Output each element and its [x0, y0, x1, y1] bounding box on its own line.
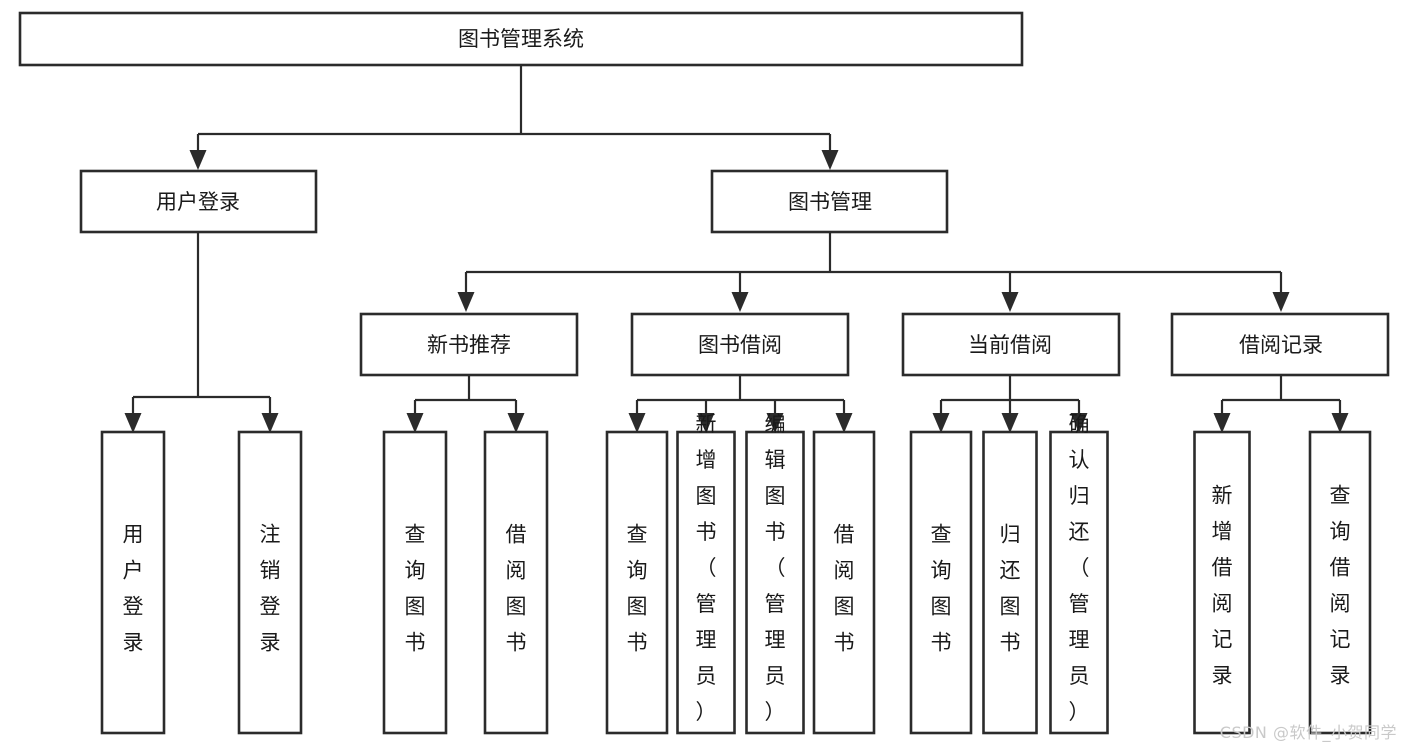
node-new-book-rec[interactable]: 新书推荐	[359, 312, 579, 377]
node-leaf-user-logout-box[interactable]	[237, 430, 303, 735]
node-leaf-add-book-box[interactable]	[676, 430, 736, 735]
node-leaf-query-book-3-box[interactable]	[909, 430, 973, 735]
node-current-borrow-box[interactable]	[901, 312, 1121, 377]
node-borrow-record-box[interactable]	[1170, 312, 1390, 377]
node-new-book-rec-box[interactable]	[359, 312, 579, 377]
node-leaf-edit-book-box[interactable]	[745, 430, 805, 735]
node-root-label: 图书管理系统	[458, 27, 584, 51]
node-leaf-add-book-label: 新增图书（管理员）	[696, 412, 717, 724]
node-leaf-add-record-box[interactable]	[1193, 430, 1251, 735]
node-user-login[interactable]: 用户登录	[79, 169, 318, 234]
node-user-login-box[interactable]	[79, 169, 318, 234]
node-leaf-borrow-book-2[interactable]: 借阅图书	[812, 430, 876, 735]
node-leaf-borrow-book-1-box[interactable]	[483, 430, 549, 735]
node-root-box[interactable]	[18, 11, 1024, 67]
node-leaf-edit-book[interactable]: 编辑图书（管理员）	[745, 412, 805, 735]
node-leaf-return-book[interactable]: 归还图书	[982, 430, 1038, 735]
node-leaf-query-record-box[interactable]	[1308, 430, 1372, 735]
node-leaf-return-book-label: 归还图书	[1000, 522, 1021, 654]
node-current-borrow[interactable]: 当前借阅	[901, 312, 1121, 377]
node-leaf-user-login-box[interactable]	[100, 430, 166, 735]
node-leaf-borrow-book-1-label: 借阅图书	[506, 522, 527, 654]
node-new-book-rec-label: 新书推荐	[427, 333, 511, 357]
node-leaf-user-logout[interactable]: 注销登录	[237, 430, 303, 735]
node-borrow-record[interactable]: 借阅记录	[1170, 312, 1390, 377]
node-leaf-return-book-box[interactable]	[982, 430, 1038, 735]
node-leaf-user-login-label: 用户登录	[123, 522, 144, 654]
node-leaf-add-record[interactable]: 新增借阅记录	[1193, 430, 1251, 735]
node-book-manage[interactable]: 图书管理	[710, 169, 949, 234]
node-leaf-add-book[interactable]: 新增图书（管理员）	[676, 412, 736, 735]
node-leaf-query-record-label: 查询借阅记录	[1330, 484, 1351, 688]
node-leaf-query-record[interactable]: 查询借阅记录	[1308, 430, 1372, 735]
node-leaf-query-book-2-label: 查询图书	[627, 522, 648, 654]
node-leaf-query-book-1-label: 查询图书	[405, 522, 426, 654]
node-leaf-query-book-1-box[interactable]	[382, 430, 448, 735]
node-current-borrow-label: 当前借阅	[968, 333, 1052, 357]
watermark-text: CSDN @软件_小贺同学	[1219, 723, 1397, 742]
node-leaf-query-book-3-label: 查询图书	[931, 522, 952, 654]
node-leaf-borrow-book-2-box[interactable]	[812, 430, 876, 735]
node-leaf-user-logout-label: 注销登录	[260, 522, 281, 654]
node-leaf-edit-book-label: 编辑图书（管理员）	[765, 412, 786, 724]
node-book-borrow[interactable]: 图书借阅	[630, 312, 850, 377]
connector-group	[131, 65, 1342, 414]
node-leaf-query-book-2[interactable]: 查询图书	[605, 430, 669, 735]
node-root[interactable]: 图书管理系统	[18, 11, 1024, 67]
node-borrow-record-label: 借阅记录	[1239, 333, 1323, 357]
node-book-manage-label: 图书管理	[788, 190, 872, 214]
node-leaf-borrow-book-2-label: 借阅图书	[834, 522, 855, 654]
node-leaf-user-login[interactable]: 用户登录	[100, 430, 166, 735]
node-leaf-add-record-label: 新增借阅记录	[1212, 484, 1233, 688]
node-leaf-confirm-return[interactable]: 确认归还（管理员）	[1049, 412, 1109, 735]
node-leaf-confirm-return-box[interactable]	[1049, 430, 1109, 735]
node-book-borrow-box[interactable]	[630, 312, 850, 377]
node-user-login-label: 用户登录	[156, 190, 240, 214]
node-book-borrow-label: 图书借阅	[698, 333, 782, 357]
node-leaf-query-book-3[interactable]: 查询图书	[909, 430, 973, 735]
node-leaf-borrow-book-1[interactable]: 借阅图书	[483, 430, 549, 735]
node-book-manage-box[interactable]	[710, 169, 949, 234]
leaf-node-group: 用户登录 注销登录 查询图书 借阅图书 查询图书 新增图书（管理员） 编辑图书（管理员） 借阅…	[100, 412, 1372, 735]
node-leaf-confirm-return-label: 确认归还（管理员）	[1069, 412, 1090, 724]
node-leaf-query-book-2-box[interactable]	[605, 430, 669, 735]
node-leaf-query-book-1[interactable]: 查询图书	[382, 430, 448, 735]
